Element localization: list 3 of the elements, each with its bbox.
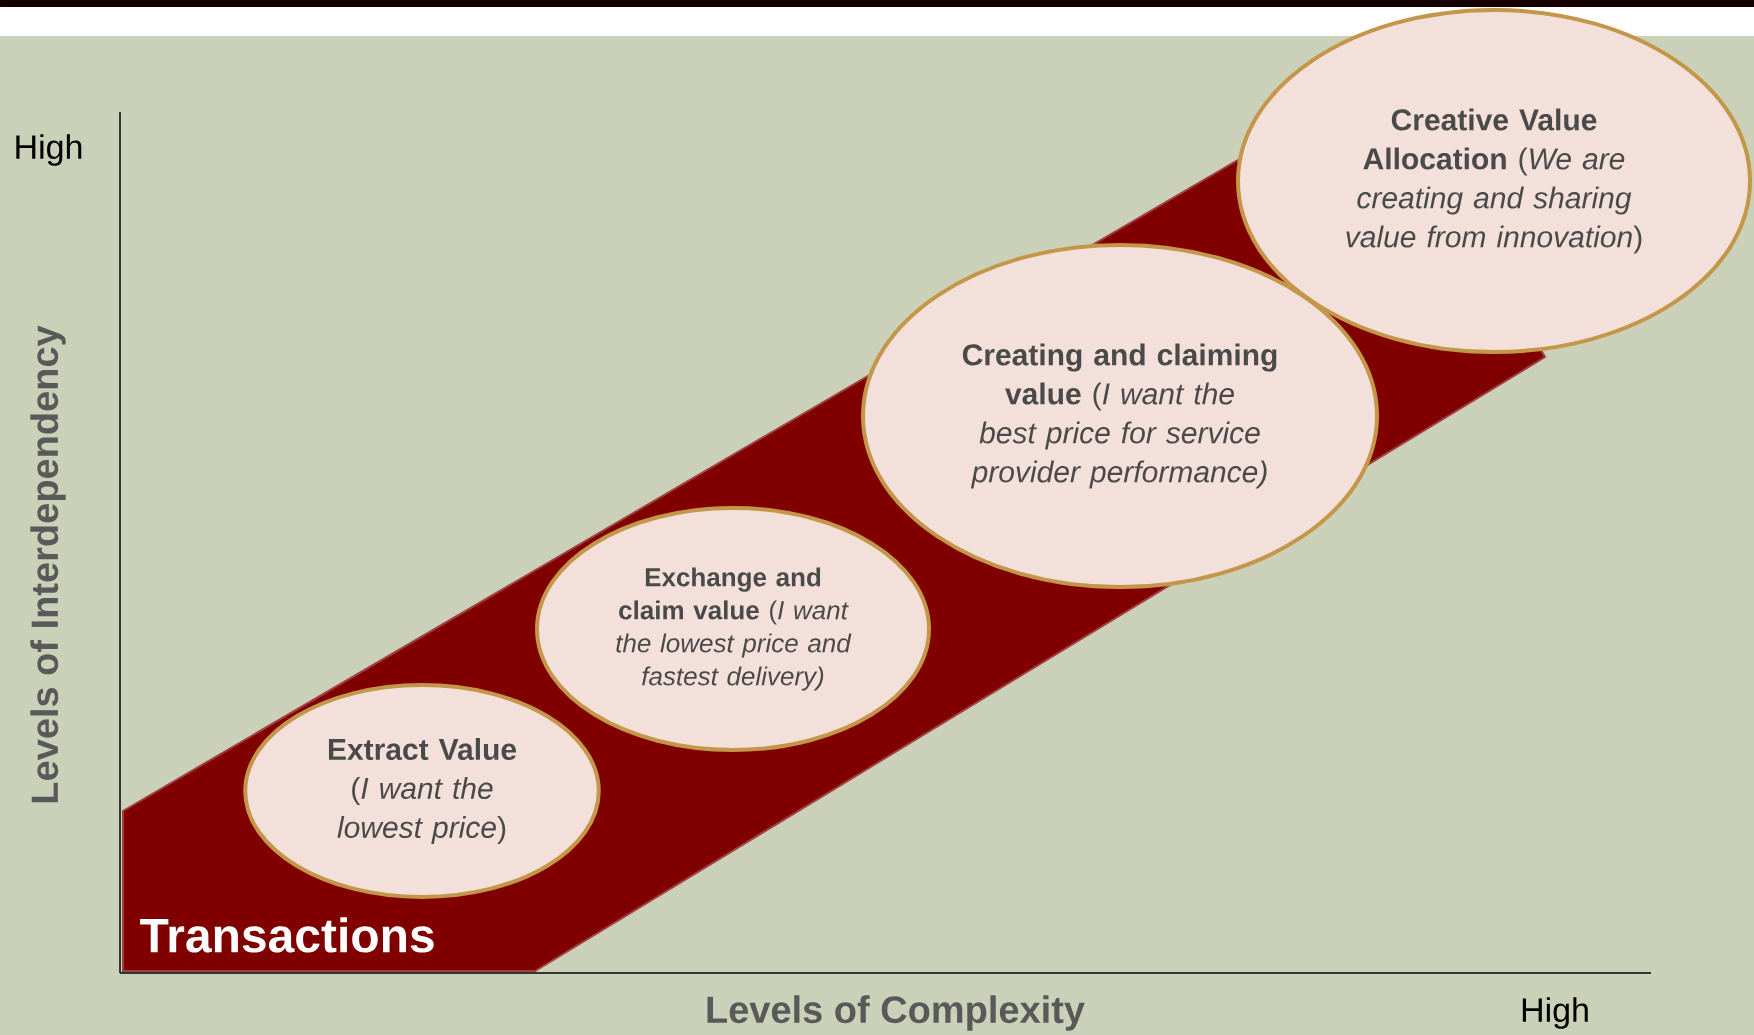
axis-end-label: High: [1522, 997, 1588, 1029]
axis-end-label: High: [16, 134, 82, 166]
axis-title: Levels of Interdependency: [30, 325, 66, 803]
